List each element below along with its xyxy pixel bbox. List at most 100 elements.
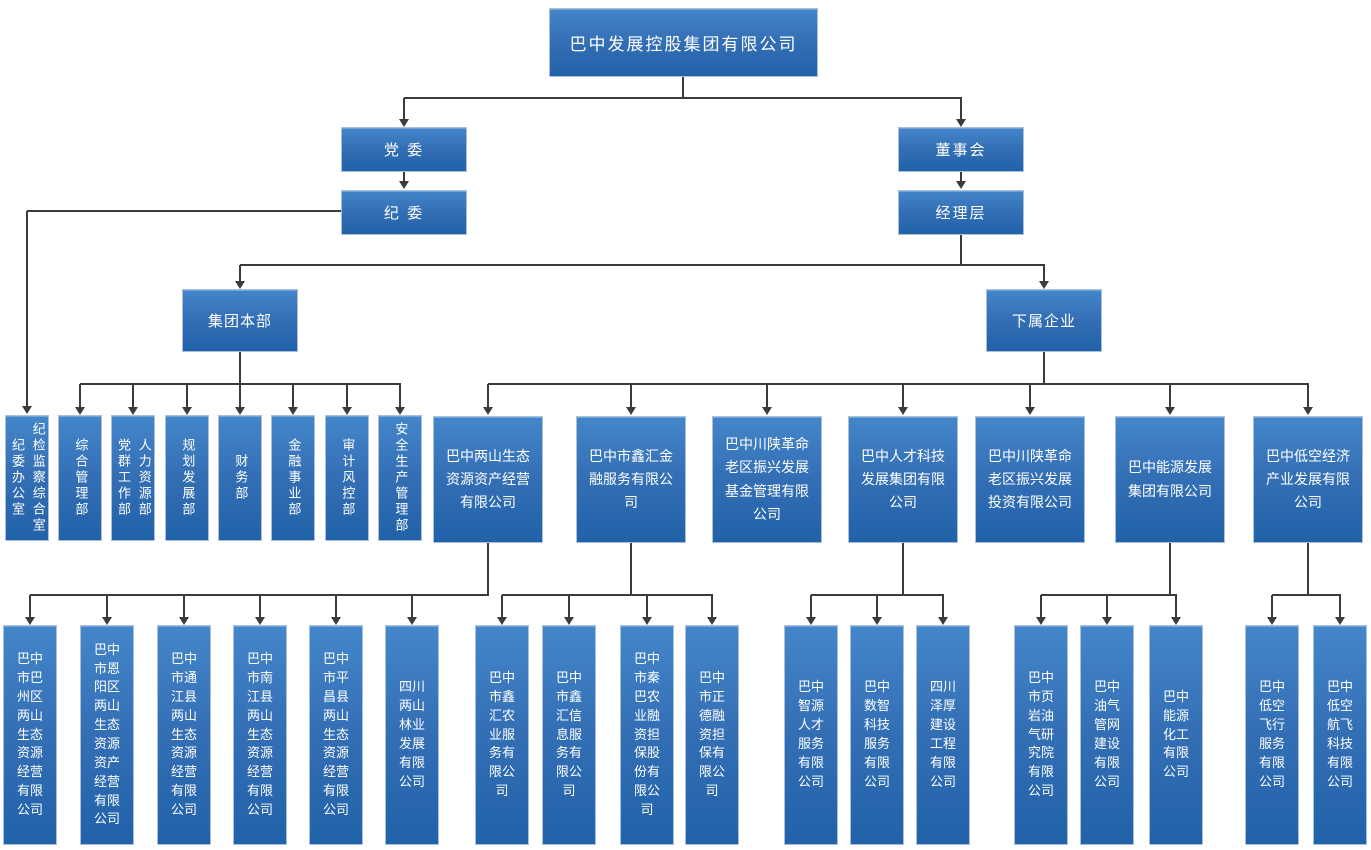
connector-line xyxy=(960,98,962,120)
connector-line xyxy=(335,595,337,618)
org-node-child-xinhui-agriculture: 巴中市鑫汇农业服务有限公司 xyxy=(475,625,529,845)
org-node-dept-general-admin: 综合管理部 xyxy=(58,415,102,541)
connector-line xyxy=(259,595,261,618)
org-node-management: 经理层 xyxy=(898,190,1024,235)
connector-line xyxy=(766,384,768,408)
org-node-child-enyang: 巴中市恩阳区两山生态资源资产经营有限公司 xyxy=(80,625,134,845)
org-node-child-aviation-tech: 巴中低空航飞科技有限公司 xyxy=(1313,625,1367,845)
org-node-child-energy-chemical: 巴中能源化工有限公司 xyxy=(1149,625,1203,845)
arrow-head xyxy=(1267,617,1277,625)
connector-line xyxy=(183,595,185,618)
arrow-head xyxy=(1102,617,1112,625)
arrow-head xyxy=(938,617,948,625)
arrow-head xyxy=(25,617,35,625)
connector-line xyxy=(239,265,241,282)
connector-line xyxy=(1339,595,1341,618)
org-node-child-bazhou: 巴中市巴州区两山生态资源经营有限公司 xyxy=(3,625,57,845)
org-node-dept-finance: 财务部 xyxy=(218,415,262,541)
connector-line xyxy=(1043,265,1045,282)
label-line: 金融事业部 xyxy=(286,438,302,518)
arrow-head xyxy=(1025,407,1035,415)
vertical-label: 安全生产管理部 xyxy=(390,422,411,534)
connector-line xyxy=(960,235,962,265)
connector-line xyxy=(646,595,648,618)
org-node-child-zehou-construction: 四川泽厚建设工程有限公司 xyxy=(916,625,970,845)
connector-line xyxy=(1271,595,1273,618)
arrow-head xyxy=(179,617,189,625)
arrow-head xyxy=(342,407,352,415)
org-node-dept-planning: 规划发展部 xyxy=(165,415,209,541)
label-line: 纪检监察综合室 xyxy=(30,422,46,534)
org-node-subsidiary-energy: 巴中能源发展集团有限公司 xyxy=(1115,416,1225,543)
arrow-head xyxy=(1165,407,1175,415)
label-line: 审计风控部 xyxy=(340,438,356,518)
org-node-child-nanjiang: 巴中市南江县两山生态资源经营有限公司 xyxy=(233,625,287,845)
vertical-label: 纪检监察综合室 纪委办公室 xyxy=(6,422,48,534)
arrow-head xyxy=(102,617,112,625)
org-node-child-pipeline: 巴中油气管网建设有限公司 xyxy=(1080,625,1134,845)
org-node-child-xinhui-information: 巴中市鑫汇信息服务有限公司 xyxy=(542,625,596,845)
arrow-head xyxy=(1039,281,1049,289)
connector-line xyxy=(403,98,405,120)
connector-line xyxy=(1169,384,1171,408)
arrow-head xyxy=(75,407,85,415)
arrow-head xyxy=(762,407,772,415)
arrow-head xyxy=(806,617,816,625)
vertical-label: 财务部 xyxy=(230,454,251,502)
label-line: 党群工作部 xyxy=(116,438,131,518)
org-node-subsidiary-revitalization-investment: 巴中川陕革命老区振兴发展投资有限公司 xyxy=(975,416,1085,543)
arrow-head xyxy=(642,617,652,625)
arrow-head xyxy=(898,407,908,415)
arrow-head xyxy=(407,617,417,625)
org-node-board: 董事会 xyxy=(898,127,1024,172)
arrow-head xyxy=(872,617,882,625)
org-node-child-sichuan-forestry: 四川两山林业发展有限公司 xyxy=(385,625,439,845)
connector-line xyxy=(404,97,962,99)
connector-line xyxy=(106,595,108,618)
org-node-child-zhengde-guarantee: 巴中市正德融资担保有限公司 xyxy=(685,625,739,845)
connector-line xyxy=(487,543,489,595)
org-node-child-shale-research: 巴中市页岩油气研究院有限公司 xyxy=(1014,625,1068,845)
org-node-child-shuzhi-tech: 巴中数智科技服务有限公司 xyxy=(850,625,904,845)
connector-line xyxy=(1106,595,1108,618)
arrow-head xyxy=(956,181,966,189)
arrow-head xyxy=(1335,617,1345,625)
arrow-head xyxy=(564,617,574,625)
connector-line xyxy=(711,595,713,618)
connector-line xyxy=(346,384,348,408)
connector-line xyxy=(132,384,134,408)
connector-line xyxy=(239,384,241,408)
arrow-head xyxy=(707,617,717,625)
org-node-subsidiary-fund-management: 巴中川陕革命老区振兴发展基金管理有限公司 xyxy=(712,416,822,543)
org-node-party-committee: 党 委 xyxy=(341,127,467,172)
org-node-child-zhiyuan-talent: 巴中智源人才服务有限公司 xyxy=(784,625,838,845)
connector-line xyxy=(26,211,28,407)
connector-line xyxy=(79,384,81,408)
connector-line xyxy=(568,595,570,618)
connector-line xyxy=(502,594,713,596)
arrow-head xyxy=(235,407,245,415)
arrow-head xyxy=(182,407,192,415)
label-line: 综合管理部 xyxy=(73,438,89,518)
arrow-head xyxy=(399,119,409,127)
connector-line xyxy=(682,77,684,99)
arrow-head xyxy=(1171,617,1181,625)
org-node-headquarters: 集团本部 xyxy=(182,289,298,352)
arrow-head xyxy=(1303,407,1313,415)
connector-line xyxy=(876,595,878,618)
org-node-dept-audit-risk: 审计风控部 xyxy=(325,415,369,541)
org-node-dept-safety: 安全生产管理部 xyxy=(378,415,422,541)
connector-line xyxy=(1307,543,1309,595)
label-line: 安全生产管理部 xyxy=(393,422,409,534)
connector-line xyxy=(902,543,904,595)
arrow-head xyxy=(956,119,966,127)
connector-line xyxy=(630,543,632,595)
connector-line xyxy=(1029,384,1031,408)
org-node-dept-financial-business: 金融事业部 xyxy=(271,415,315,541)
vertical-label: 审计风控部 xyxy=(337,438,358,518)
arrow-head xyxy=(483,407,493,415)
org-node-dept-hr-party: 人力资源部 党群工作部 xyxy=(111,415,155,541)
connector-line xyxy=(411,595,413,618)
connector-line xyxy=(403,172,405,182)
